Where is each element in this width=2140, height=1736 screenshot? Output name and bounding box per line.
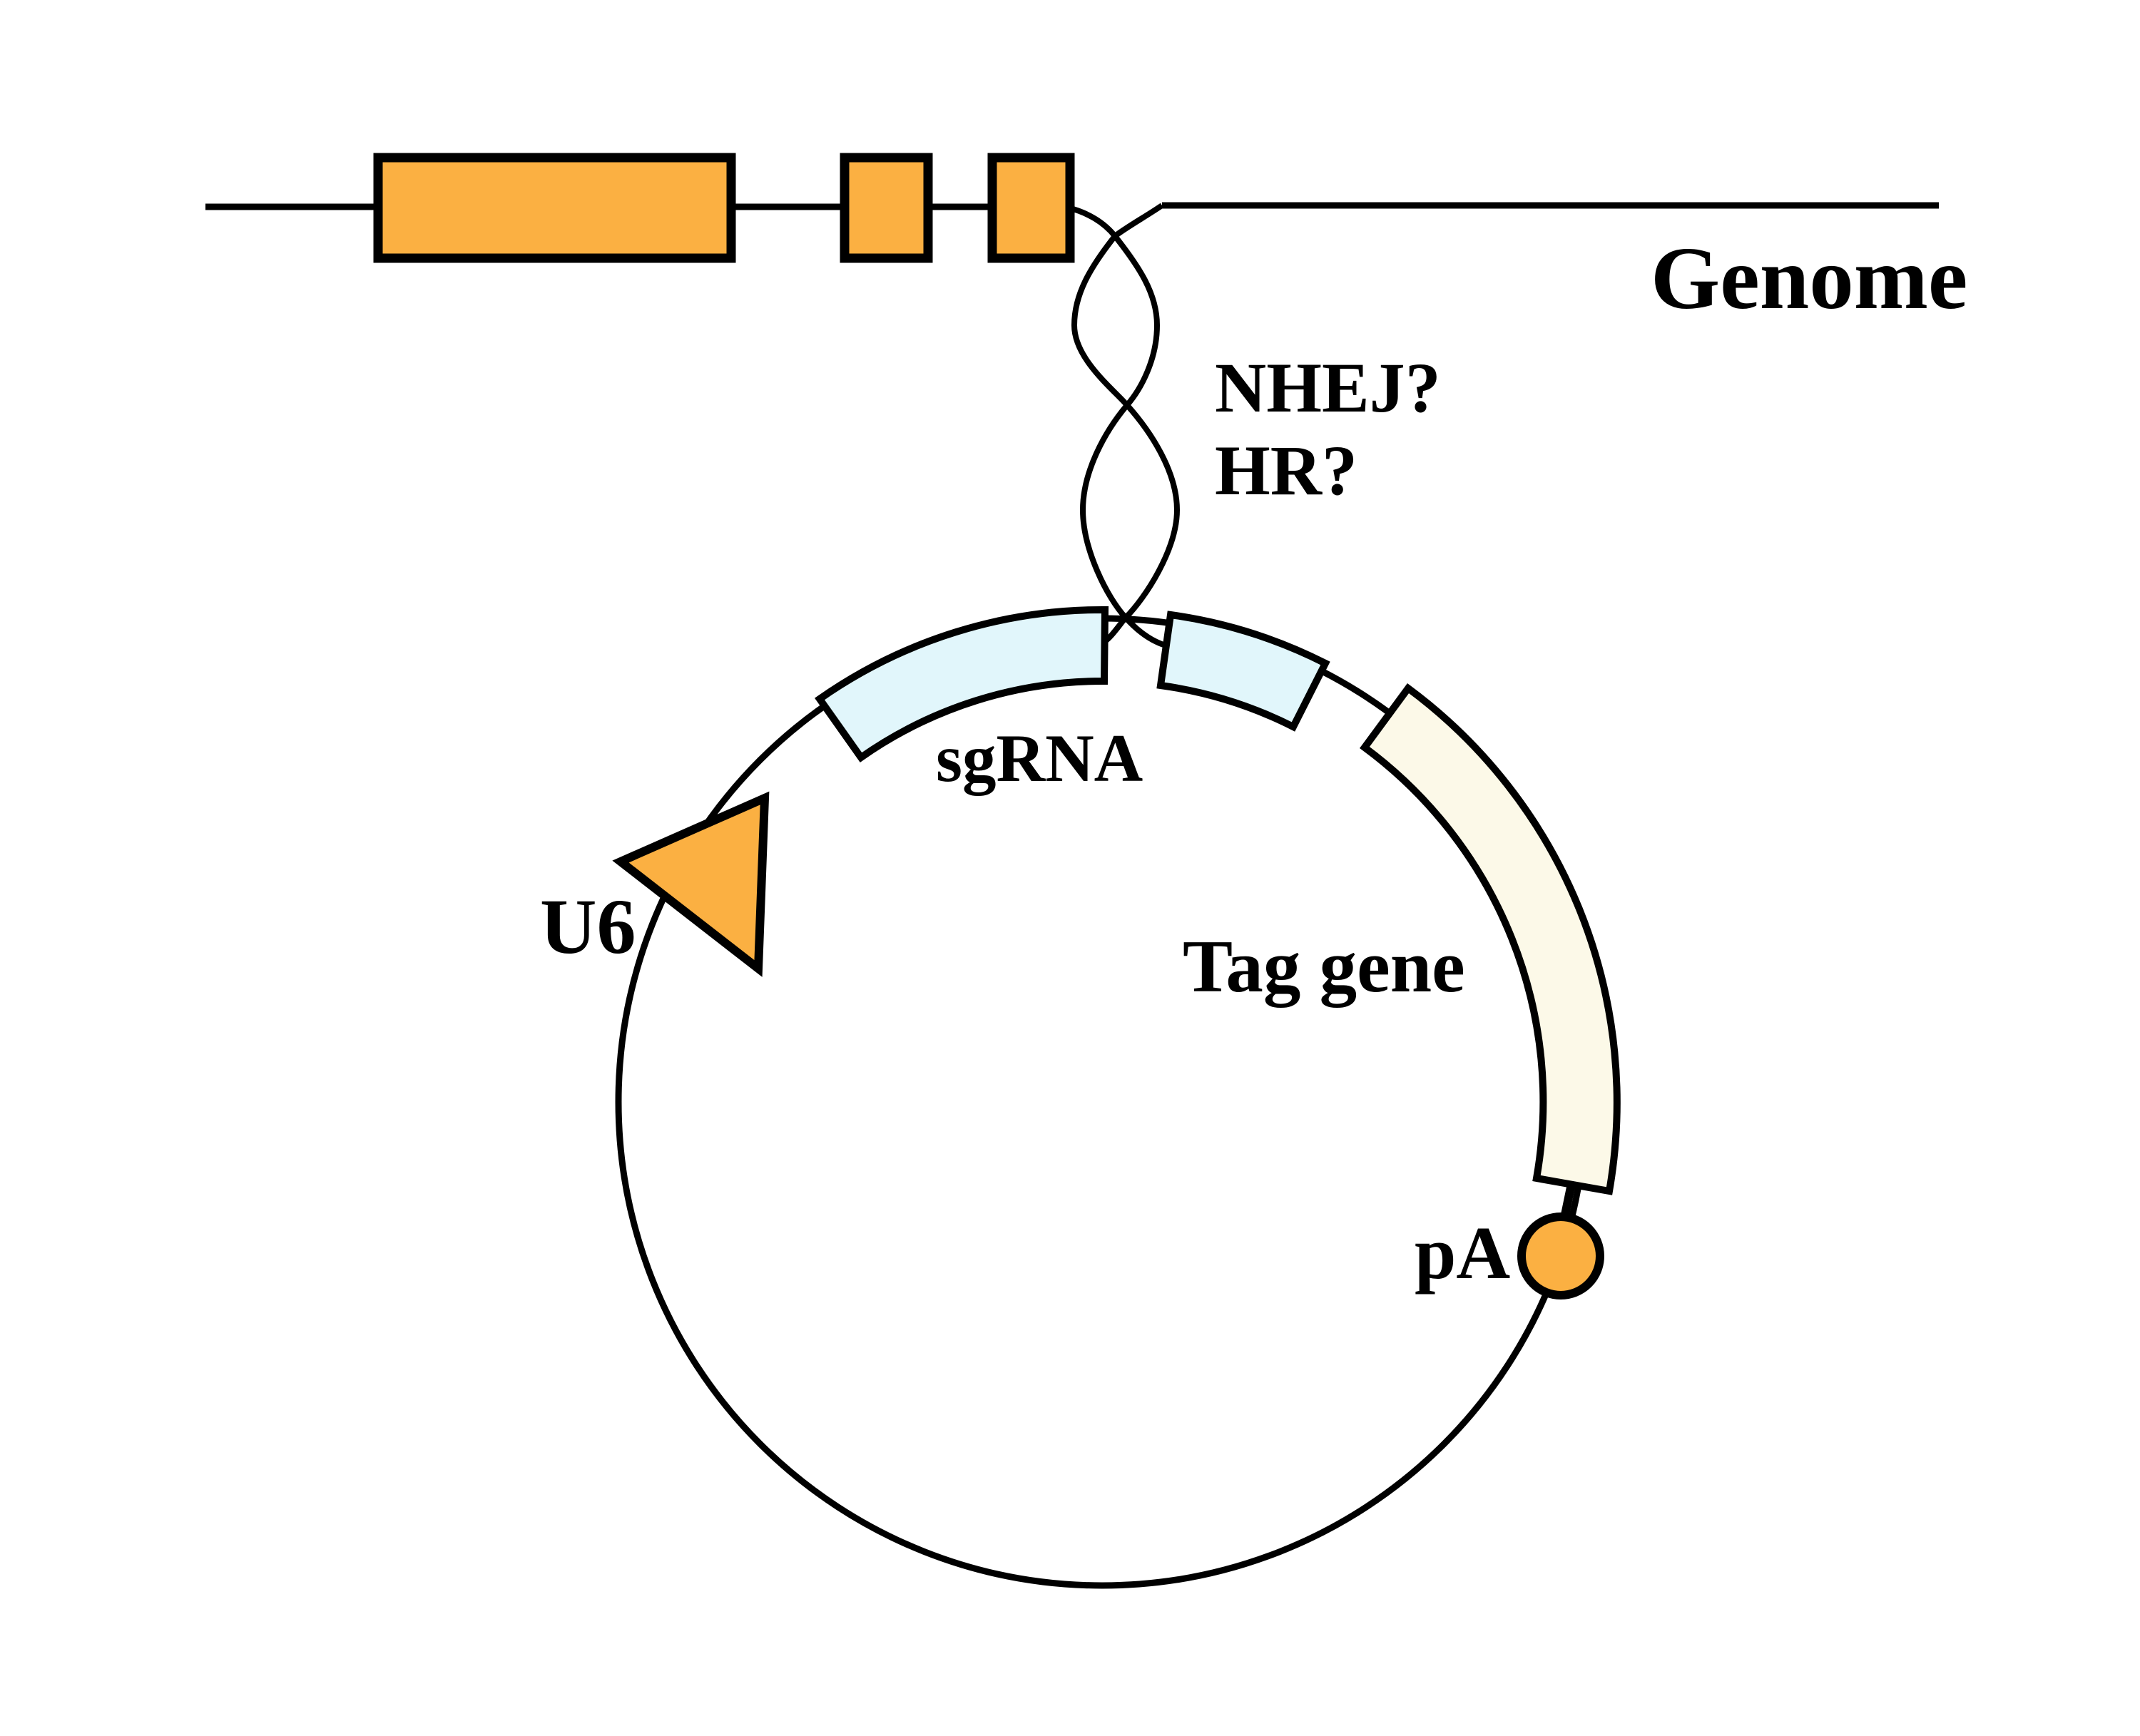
exon-small-2 bbox=[987, 153, 1075, 263]
sgrna-label: sgRNA bbox=[936, 720, 1143, 796]
nhej-label: NHEJ? bbox=[1215, 348, 1441, 427]
u6-label: U6 bbox=[540, 883, 636, 970]
pa-marker-circle bbox=[1517, 1212, 1604, 1300]
pa-label: pA bbox=[1415, 1211, 1510, 1295]
tag-gene-label: Tag gene bbox=[1183, 924, 1465, 1008]
tag-gene-segment bbox=[1360, 683, 1621, 1195]
exon-small-1 bbox=[840, 153, 933, 263]
sgrna-segment-right bbox=[1156, 611, 1330, 732]
sgrna-segment-left bbox=[815, 606, 1109, 762]
exon-large bbox=[373, 153, 736, 263]
pa-connector-line bbox=[1560, 1183, 1576, 1220]
genome-label: Genome bbox=[1651, 230, 1967, 328]
crossover-strand-right bbox=[1071, 203, 1181, 645]
u6-promoter-arrow-icon bbox=[612, 791, 770, 977]
hr-label: HR? bbox=[1215, 431, 1357, 510]
